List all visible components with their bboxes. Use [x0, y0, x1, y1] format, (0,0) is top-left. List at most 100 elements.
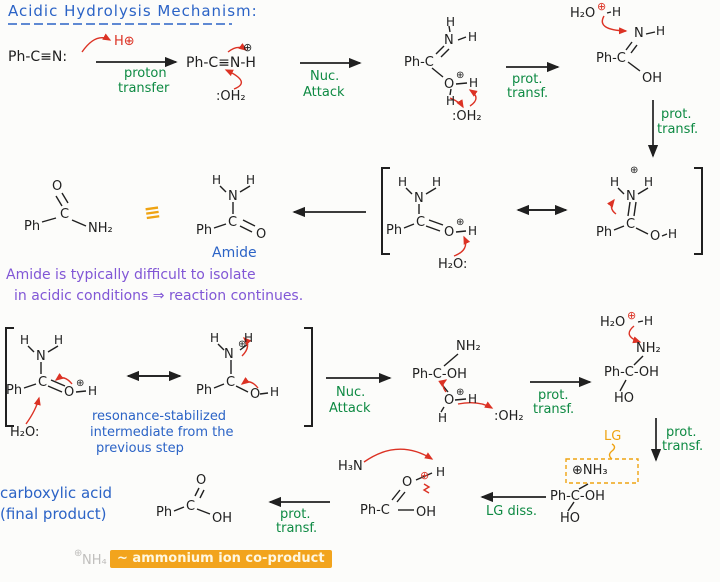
transfer-label: transfer	[118, 81, 170, 96]
atom-h: H	[398, 175, 408, 189]
note-carboxylic-acid: carboxylic acid	[0, 484, 113, 502]
note-resonance-line2: intermediate from the	[90, 425, 234, 440]
atom-o: O	[402, 475, 413, 490]
phenyl-group: Ph	[196, 383, 213, 398]
plus-charge: ⊕	[420, 469, 430, 482]
atom-o: O	[52, 179, 63, 194]
atom-o: O	[250, 387, 261, 402]
nh2-group: NH₂	[636, 341, 661, 356]
phenyl-group: Ph	[24, 219, 41, 234]
attack-label: Attack	[303, 85, 345, 100]
atom-n: N	[228, 189, 238, 204]
atom-h: H	[270, 385, 280, 399]
water-nucleophile: :OH₂	[216, 89, 246, 104]
water-base: H₂O:	[438, 257, 468, 272]
note-coproduct: ~ ammonium ion co-product	[110, 550, 332, 568]
atom-c: C	[38, 375, 48, 390]
ph-c-fragment: Ph-C	[360, 503, 390, 518]
water-nucleophile: :OH₂	[494, 409, 524, 424]
phenyl-group: Ph	[386, 223, 403, 238]
atom-h: H	[468, 224, 478, 238]
ph-c-fragment: Ph-C	[404, 55, 434, 70]
atom-c: C	[626, 217, 636, 232]
atom-h: H	[436, 465, 446, 479]
prot-label: prot.	[512, 72, 543, 87]
transf-label: transf.	[657, 122, 699, 137]
proton-label: proton	[124, 66, 167, 81]
plus-charge: ⊕	[597, 0, 607, 13]
amide-label: Amide	[212, 245, 257, 261]
atom-c: C	[60, 207, 70, 222]
note-final-product: (final product)	[0, 505, 107, 523]
ph-c-oh-fragment: Ph-C-OH	[412, 367, 467, 382]
ammonium-nh3-group: ⊕NH₃	[572, 463, 608, 478]
nh2-group: NH₂	[456, 339, 481, 354]
oh-group: OH	[642, 71, 663, 86]
atom-o: O	[444, 77, 455, 92]
lg-label: LG	[604, 429, 622, 444]
atom-h: H	[246, 173, 256, 187]
atom-h: H	[610, 175, 620, 189]
atom-h: H	[54, 333, 64, 347]
ho-group: HO	[614, 391, 635, 406]
transf-label: transf.	[533, 402, 575, 417]
plus-charge: ⊕	[243, 41, 253, 54]
water-base: H₂O:	[10, 425, 40, 440]
atom-h: H	[438, 411, 448, 425]
note-amide-line1: Amide is typically difficult to isolate	[6, 267, 256, 283]
phenyl-group: Ph	[156, 505, 173, 520]
orange-annotations	[565, 443, 639, 484]
equivalence-sign: ≡	[142, 198, 163, 226]
bond-lines	[23, 11, 668, 515]
hydronium-h2o: H₂O	[570, 6, 596, 21]
ammonia-h3n: H₃N	[338, 459, 363, 474]
note-resonance-line3: previous step	[96, 441, 184, 456]
oh-group: OH	[416, 505, 437, 520]
nuc-label: Nuc.	[310, 69, 340, 84]
atom-c: C	[416, 215, 426, 230]
prot-label: prot.	[661, 107, 692, 122]
brackets	[5, 167, 703, 427]
prot-label: prot.	[280, 507, 311, 522]
atom-h: H	[446, 15, 456, 29]
phenyl-group: Ph	[596, 225, 613, 240]
atom-h: H	[656, 24, 666, 38]
page-title: Acidic Hydrolysis Mechanism:	[8, 2, 258, 20]
plus-charge: ⊕	[238, 339, 247, 350]
atom-o: O	[444, 393, 455, 408]
ammonium-nh4: NH₄	[82, 553, 107, 568]
atom-h: H	[244, 331, 254, 345]
atom-h: H	[612, 5, 622, 19]
prot-label: prot.	[666, 425, 697, 440]
atom-o: O	[650, 229, 661, 244]
prot-label: prot.	[538, 388, 569, 403]
atom-n: N	[444, 33, 454, 48]
atom-h: H	[446, 94, 456, 108]
attack-label: Attack	[329, 401, 371, 416]
atom-h: H	[668, 227, 678, 241]
atom-o: O	[444, 225, 455, 240]
atom-c: C	[226, 375, 236, 390]
phenyl-group: Ph	[6, 383, 23, 398]
atom-h: H	[88, 384, 98, 398]
atom-o: O	[196, 473, 207, 488]
plus-charge: ⊕	[76, 378, 85, 389]
ph-c-fragment: Ph-C	[596, 51, 626, 66]
nh2-group: NH₂	[88, 221, 113, 236]
nitrile-formula: Ph-C≡N:	[8, 49, 68, 65]
plus-charge: ⊕	[74, 548, 83, 559]
atom-o: O	[64, 385, 75, 400]
water-nucleophile: :OH₂	[452, 109, 482, 124]
atom-h: H	[212, 173, 222, 187]
atom-h: H	[468, 392, 478, 406]
plus-charge: ⊕	[627, 309, 637, 322]
hydronium-h2o: H₂O	[600, 315, 626, 330]
atom-h: H	[644, 314, 654, 328]
transf-label: transf.	[507, 86, 549, 101]
atom-n: N	[626, 189, 636, 204]
note-resonance-line1: resonance-stabilized	[92, 409, 227, 424]
atom-c: C	[228, 215, 238, 230]
ph-c-oh-fragment: Ph-C-OH	[604, 365, 659, 380]
plus-charge: ⊕	[456, 387, 465, 398]
